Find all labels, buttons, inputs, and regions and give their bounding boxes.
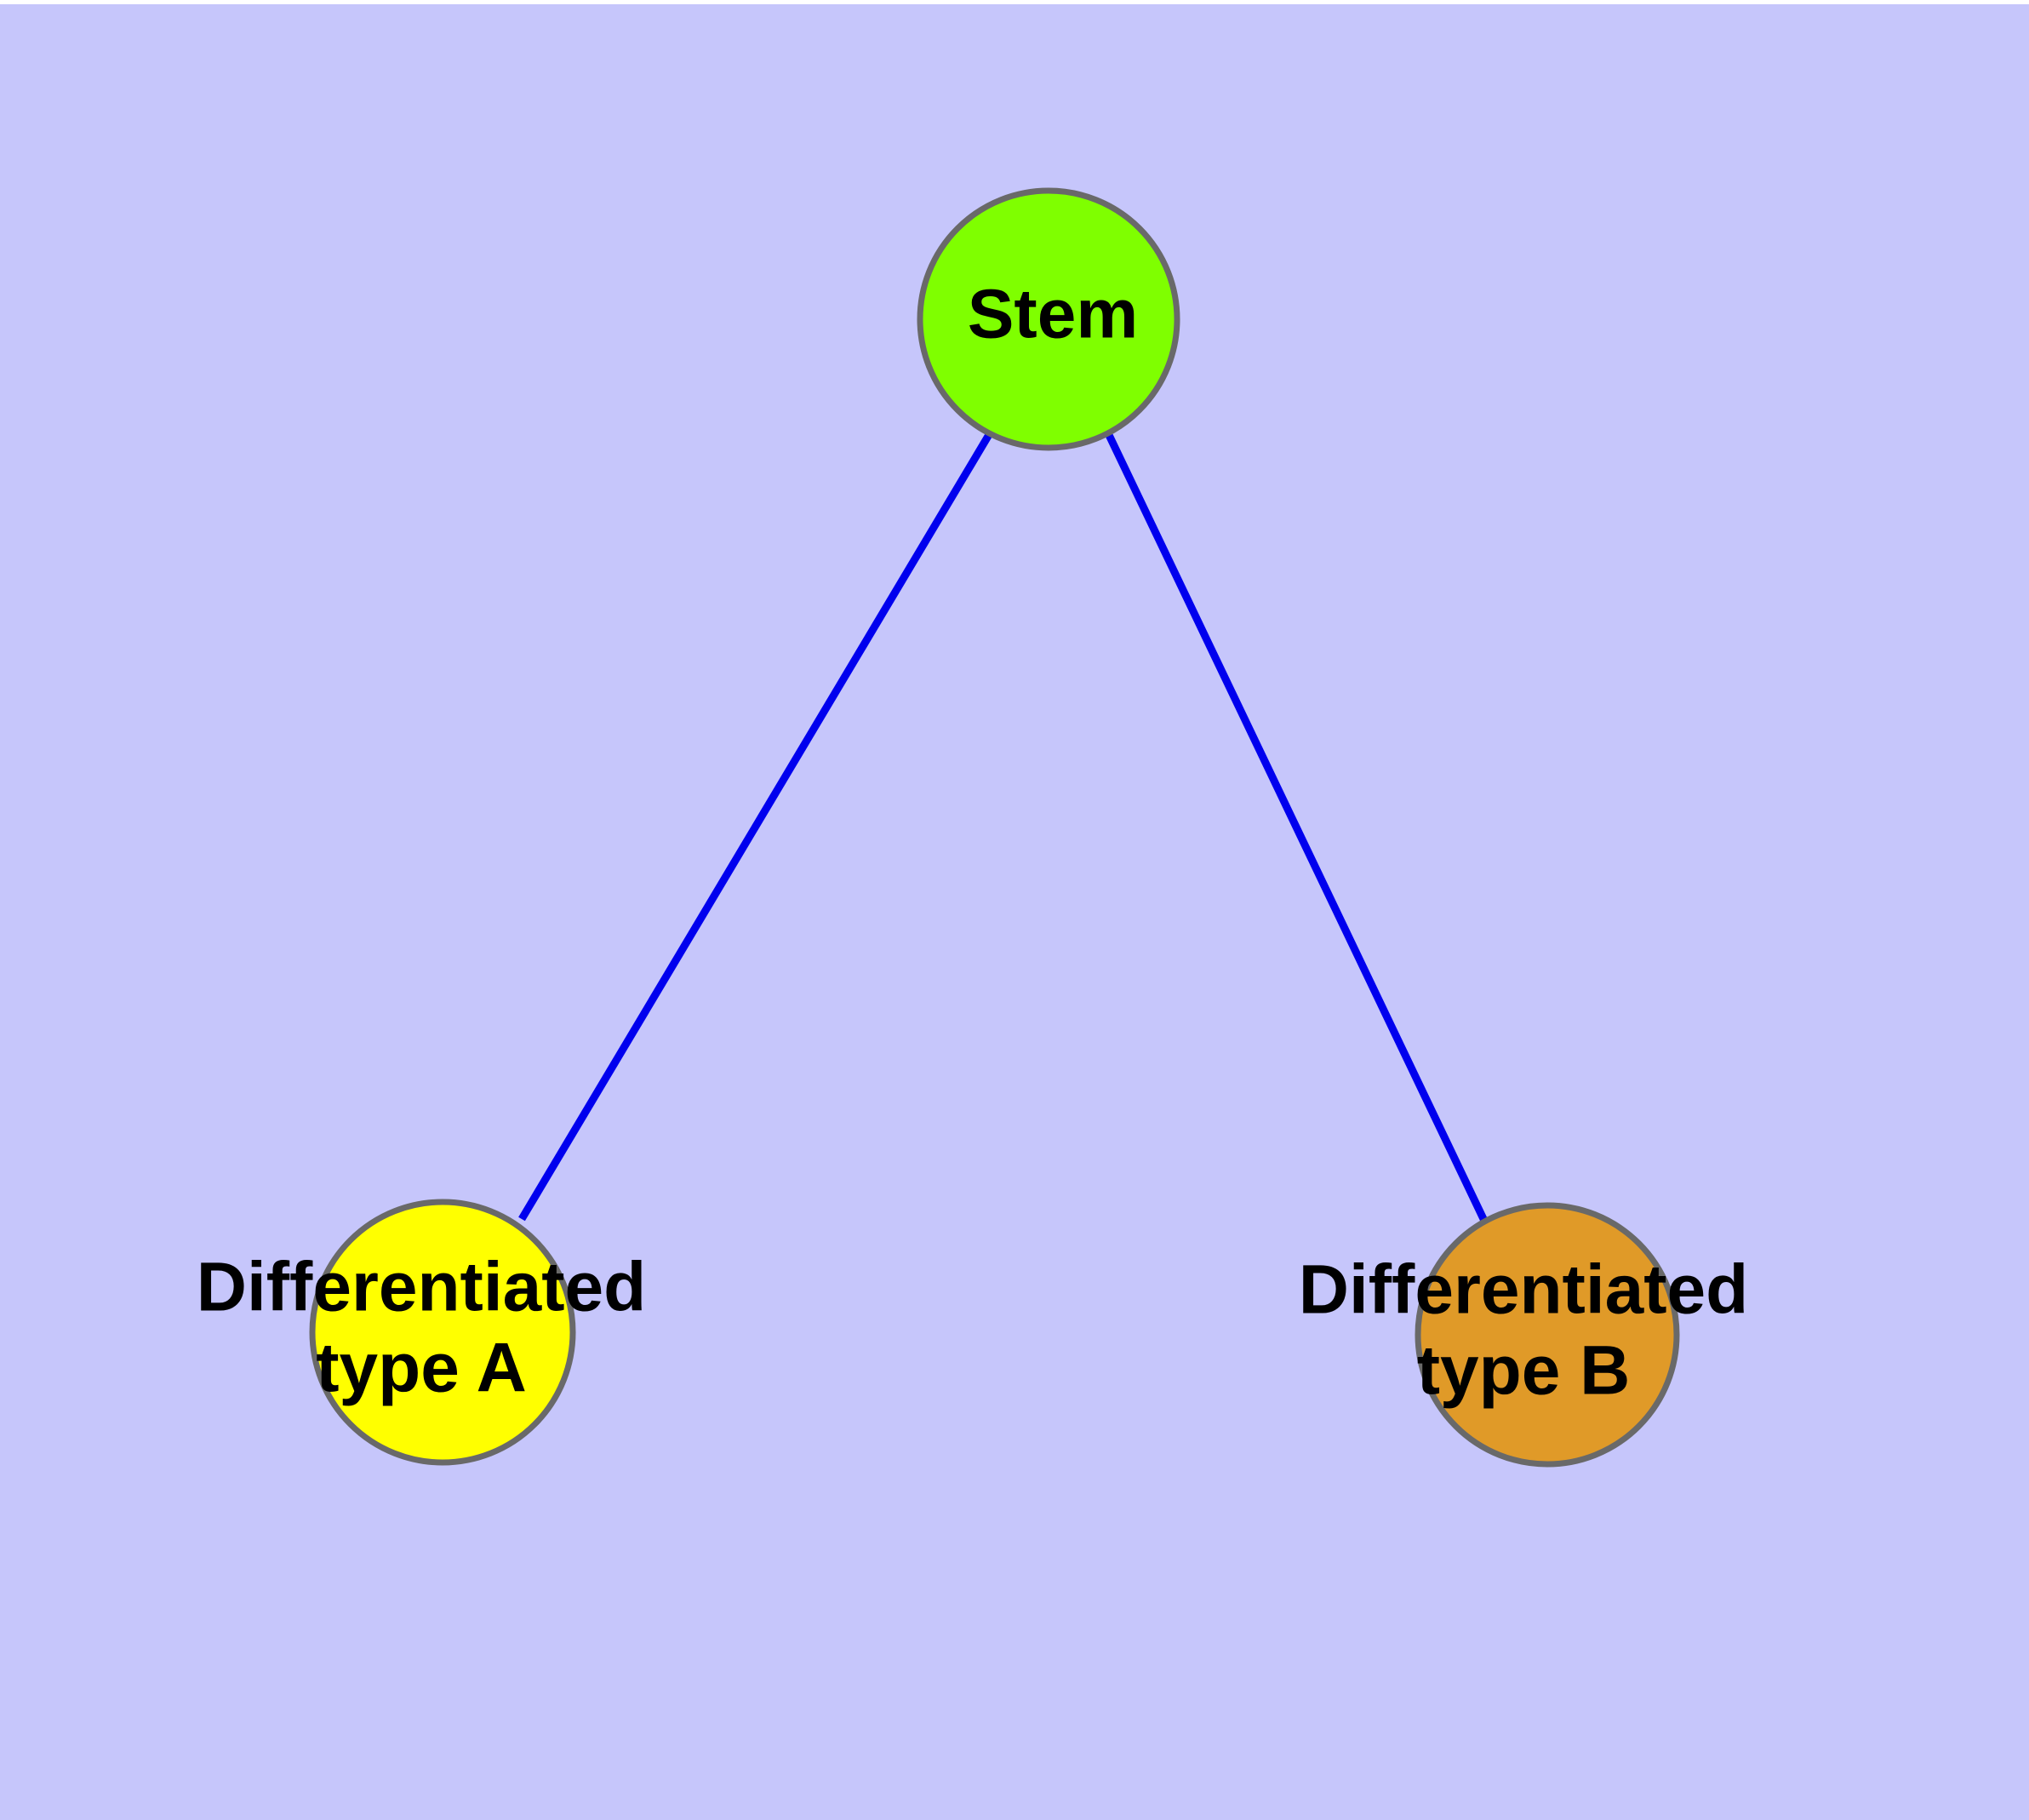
node-stem-label: Stem (968, 276, 1139, 353)
node-differentiated-type-b-label-line1: Differentiated (1299, 1251, 1749, 1329)
node-stem[interactable]: Stem (917, 187, 1180, 451)
node-differentiated-type-b-circle[interactable] (1415, 1202, 1680, 1468)
node-differentiated-type-a-label-line1: Differentiated (197, 1249, 647, 1326)
node-differentiated-type-a[interactable]: Differentiated type A (197, 1199, 647, 1466)
node-differentiated-type-b[interactable]: Differentiated type B (1299, 1202, 1749, 1468)
node-differentiated-type-a-circle[interactable] (309, 1199, 576, 1466)
edge-layer (518, 431, 1489, 1222)
node-differentiated-type-a-label-line2: type A (316, 1330, 527, 1407)
node-layer: Stem Differentiated type A Differentiate… (197, 187, 1749, 1468)
node-differentiated-type-b-label-line2: type B (1417, 1332, 1631, 1410)
edge-stem-to-differentiated-type-b[interactable] (1105, 433, 1489, 1222)
edge-stem-to-differentiated-type-a[interactable] (518, 431, 993, 1222)
node-stem-circle[interactable] (917, 187, 1180, 451)
